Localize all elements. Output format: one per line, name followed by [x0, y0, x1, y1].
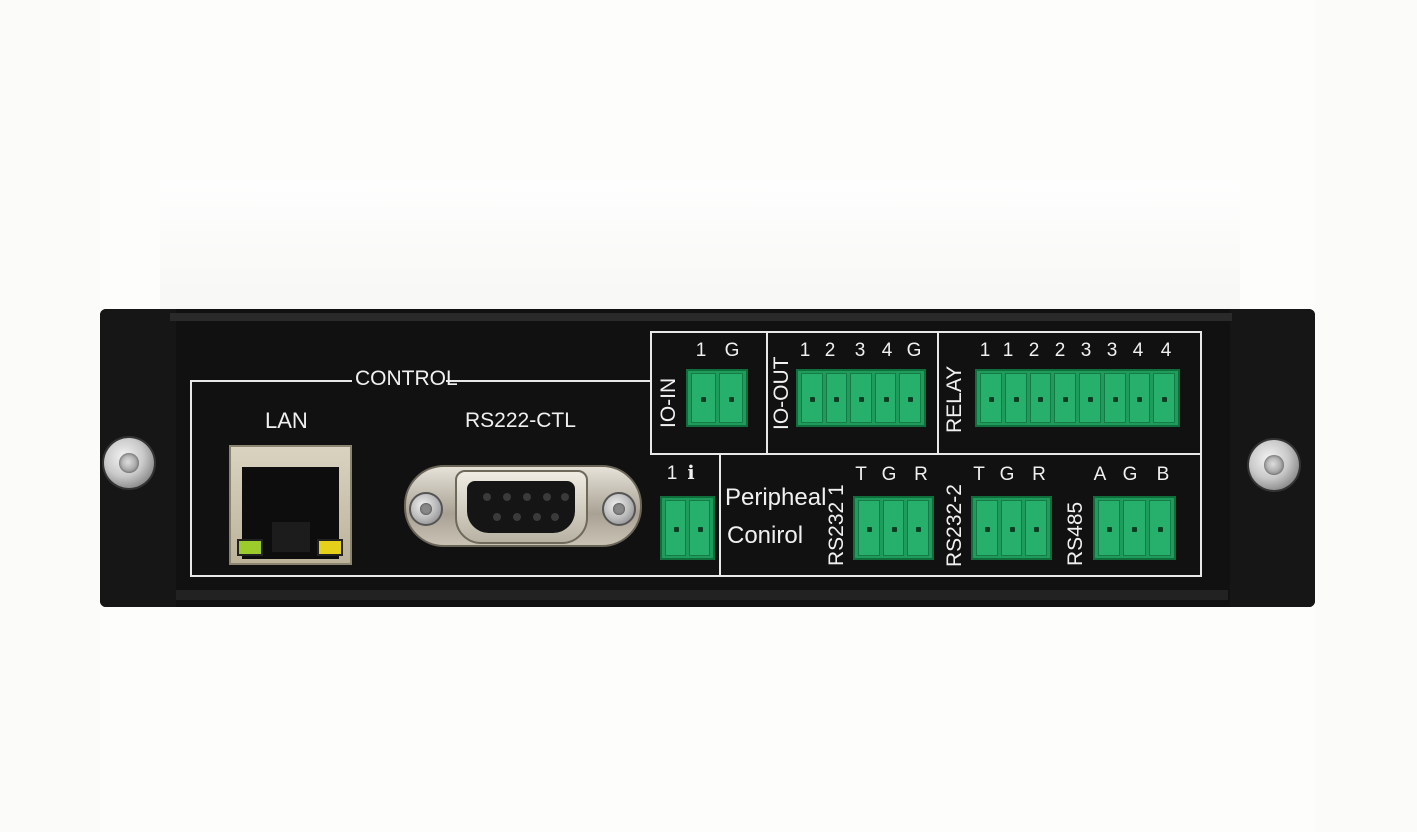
chassis-top-edge [170, 313, 1232, 321]
rs232-ctl-label: RS222-CTL [465, 409, 576, 432]
rs232-1-pin-label: G [881, 464, 897, 485]
io-out-pin-labels: 1 2 3 4 G [795, 341, 929, 360]
lan-activity-led-icon [317, 539, 343, 556]
io-in-pin-labels: 1 G [688, 341, 750, 360]
io-out-terminal[interactable] [796, 369, 926, 427]
io-in-pin-label: 1 [695, 340, 707, 361]
io-out-pin-label: 4 [881, 340, 893, 361]
rs485-pin-label: B [1156, 464, 1170, 485]
io-divider-1 [766, 331, 768, 455]
rs232-ctl-port[interactable] [455, 470, 588, 544]
relay-pin-label: 3 [1106, 340, 1118, 361]
relay-pin-label: 2 [1054, 340, 1066, 361]
screw-right-icon [1249, 440, 1299, 490]
ir-pin-label: ℹ [687, 463, 695, 484]
control-frame-left [190, 380, 192, 577]
io-in-pin-label: G [724, 340, 740, 361]
io-out-pin-label: 1 [799, 340, 811, 361]
device-top-surface [160, 180, 1240, 315]
relay-pin-label: 4 [1132, 340, 1144, 361]
peripheral-control-line2: Conirol [727, 522, 804, 549]
rs485-pin-label: G [1122, 464, 1138, 485]
relay-pin-label: 2 [1028, 340, 1040, 361]
rs485-pin-label: A [1093, 464, 1107, 485]
control-frame-top-right [446, 380, 650, 382]
db9-nut-right-icon [602, 492, 636, 526]
io-frame-top [650, 331, 1202, 333]
lan-label: LAN [265, 408, 308, 433]
lan-port[interactable] [229, 445, 352, 565]
relay-pin-label: 3 [1080, 340, 1092, 361]
relay-pin-labels: 1 1 2 2 3 3 4 4 [975, 341, 1181, 360]
relay-pin-label: 4 [1160, 340, 1172, 361]
rs232-2-terminal[interactable] [971, 496, 1052, 560]
lan-link-led-icon [237, 539, 263, 556]
relay-pin-label: 1 [979, 340, 991, 361]
rs232-1-pin-label: T [855, 464, 867, 485]
io-out-pin-label: G [906, 340, 922, 361]
io-divider-2 [937, 331, 939, 455]
io-frame-middle [650, 453, 1202, 455]
relay-pin-label: 1 [1002, 340, 1014, 361]
relay-label: RELAY [943, 365, 966, 433]
ir-pin-label: 1 [666, 463, 678, 484]
peripheral-divider [719, 453, 721, 577]
ir-pin-labels: 1 ℹ [662, 464, 700, 483]
ir-terminal[interactable] [660, 496, 715, 560]
rs232-1-pin-labels: T G R [851, 465, 935, 484]
rs232-1-terminal[interactable] [853, 496, 934, 560]
io-out-label: IO-OUT [770, 356, 793, 431]
io-out-pin-label: 2 [824, 340, 836, 361]
io-in-label: IO-IN [657, 377, 680, 428]
db9-nut-left-icon [409, 492, 443, 526]
rs485-terminal[interactable] [1093, 496, 1176, 560]
control-frame-bottom [190, 575, 1202, 577]
db9-face [467, 481, 575, 533]
control-frame-top-left [190, 380, 352, 382]
rs232-1-pin-label: R [914, 464, 928, 485]
rs232-2-pin-labels: T G R [969, 465, 1053, 484]
control-label: CONTROL [355, 367, 458, 390]
io-out-pin-label: 3 [854, 340, 866, 361]
rs232-2-pin-label: R [1032, 464, 1046, 485]
rs232-2-pin-label: G [999, 464, 1015, 485]
peripheral-control-line1: Peripheal [725, 484, 827, 511]
rs232-2-pin-label: T [973, 464, 985, 485]
rs232-2-label: RS232-2 [943, 484, 966, 567]
rs485-label: RS485 [1064, 501, 1087, 566]
relay-terminal[interactable] [975, 369, 1180, 427]
chassis-bottom-edge [176, 590, 1228, 600]
screw-left-icon [104, 438, 154, 488]
rs485-pin-labels: A G B [1090, 465, 1176, 484]
io-frame-left [650, 331, 652, 455]
io-in-terminal[interactable] [686, 369, 748, 427]
rs232-1-label: RS232 1 [825, 484, 848, 566]
